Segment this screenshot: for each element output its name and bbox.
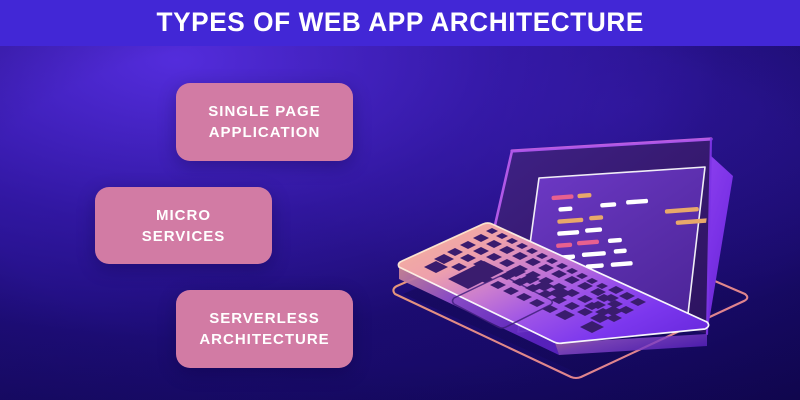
illustration-stage: SINGLE PAGE APPLICATION MICRO SERVICES S… xyxy=(0,46,800,400)
card-line-2: ARCHITECTURE xyxy=(199,331,330,348)
card-single-page-application[interactable]: SINGLE PAGE APPLICATION xyxy=(176,83,353,161)
card-line-2: SERVICES xyxy=(141,227,226,245)
laptop-illustration xyxy=(355,46,800,400)
card-line-1: SERVERLESS xyxy=(209,310,320,327)
header-band: TYPES OF WEB APP ARCHITECTURE xyxy=(0,0,800,46)
card-line-1: SINGLE PAGE xyxy=(208,103,321,120)
card-micro-services[interactable]: MICRO SERVICES xyxy=(95,187,272,264)
card-line-1: MICRO xyxy=(156,206,211,224)
page-title: TYPES OF WEB APP ARCHITECTURE xyxy=(156,7,644,37)
card-serverless-architecture[interactable]: SERVERLESS ARCHITECTURE xyxy=(176,290,353,368)
card-line-2: APPLICATION xyxy=(208,124,321,141)
